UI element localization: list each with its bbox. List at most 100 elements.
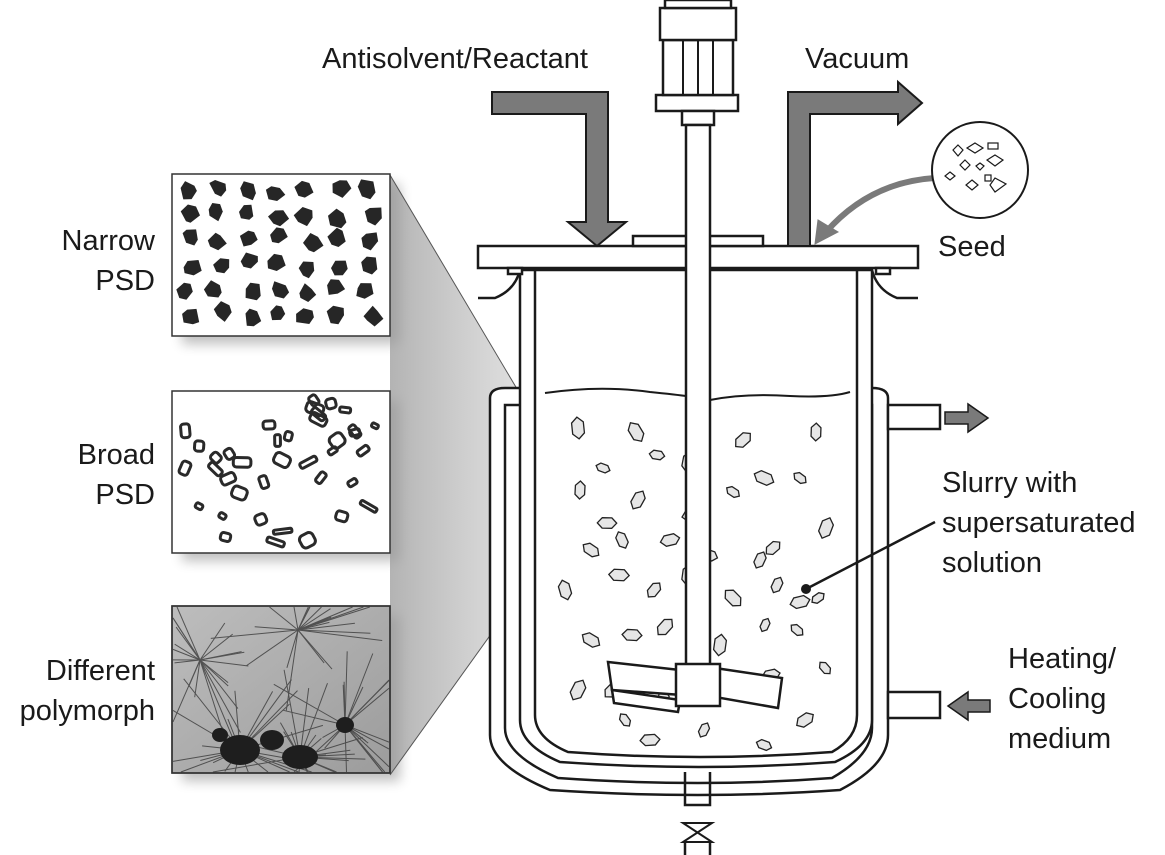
polymorph-needle — [210, 629, 299, 639]
narrow-particle — [176, 282, 193, 300]
narrow-psd-micrograph — [171, 173, 391, 337]
drain-valve — [679, 822, 716, 843]
polymorph-needle — [344, 687, 390, 726]
slurry-crystal — [570, 416, 586, 440]
slurry-crystal — [755, 738, 773, 752]
narrow-psd-label-line1: Narrow — [61, 225, 155, 257]
slurry-label-line2: supersaturated — [942, 507, 1136, 539]
slurry-crystal — [582, 542, 600, 558]
slurry-crystal — [646, 582, 662, 598]
broad-particle — [346, 477, 359, 489]
polymorph-needle — [254, 626, 299, 631]
slurry-crystal — [712, 633, 728, 657]
zoom-beam — [390, 175, 580, 775]
polymorph-needle — [199, 633, 234, 661]
polymorph-needle — [297, 629, 383, 641]
broad-particle — [192, 439, 206, 453]
narrow-particle — [239, 204, 254, 220]
polymorph-needle — [344, 724, 383, 773]
polymorph-needle — [297, 606, 322, 631]
slurry-crystal — [569, 679, 587, 701]
slurry-crystal — [725, 485, 741, 499]
motor-housing — [654, 93, 740, 113]
slurry-label-line1: Slurry with — [942, 467, 1078, 499]
slurry-crystal — [765, 540, 781, 556]
vacuum-label: Vacuum — [805, 43, 910, 75]
broad-particle — [257, 474, 271, 490]
broad-particle — [261, 419, 277, 431]
heating-label-line1: Heating/ — [1008, 643, 1117, 675]
polymorph-needle — [188, 659, 201, 688]
narrow-particle — [240, 252, 258, 269]
narrow-particle — [183, 260, 202, 276]
slurry-crystal — [607, 568, 631, 582]
slurry-crystal — [724, 589, 742, 607]
slurry-pointer — [801, 520, 936, 594]
narrow-particle — [272, 281, 290, 299]
broad-particle — [355, 443, 371, 458]
broad-particle — [253, 512, 269, 527]
slurry-crystal — [596, 517, 618, 529]
slurry-crystal — [735, 432, 751, 448]
narrow-particle — [327, 227, 346, 247]
broad-particle — [282, 430, 294, 443]
polymorph-needle — [199, 622, 226, 661]
slurry-crystal — [793, 471, 807, 485]
polymorph-needle — [194, 659, 201, 698]
polymorph-needle — [199, 659, 241, 733]
heating-label-line2: Cooling — [1008, 683, 1107, 715]
seed-arrow — [814, 175, 936, 245]
polymorph-needle — [174, 659, 201, 664]
slurry-crystal — [659, 533, 681, 547]
broad-particle — [338, 405, 353, 415]
broad-particle — [314, 470, 328, 485]
broad-psd-label-line2: PSD — [95, 479, 155, 511]
seed-label: Seed — [938, 231, 1006, 263]
slurry-crystal — [627, 421, 645, 443]
slurry-crystal — [648, 449, 666, 461]
polymorph-needle — [199, 659, 249, 667]
polymorph-needle — [283, 709, 346, 726]
polymorph-needle — [297, 608, 331, 631]
polymorph-needle — [283, 669, 301, 758]
narrow-particle — [208, 203, 223, 222]
narrow-particle — [363, 305, 384, 327]
antisolvent-label: Antisolvent/Reactant — [322, 43, 588, 75]
slurry-crystal — [753, 469, 775, 487]
narrow-particle — [245, 308, 262, 327]
broad-particle — [217, 511, 228, 521]
polymorph-needle — [199, 659, 239, 709]
polymorph-needle — [297, 629, 333, 670]
polymorph-needle — [172, 648, 201, 661]
broad-particle — [219, 471, 238, 487]
narrow-particle — [182, 308, 200, 325]
narrow-particle — [356, 283, 374, 299]
slurry-crystal — [557, 579, 573, 601]
narrow-particle — [294, 180, 314, 198]
slurry-crystal — [656, 618, 674, 636]
narrow-particle — [203, 280, 222, 298]
narrow-particle — [182, 229, 198, 246]
slurry-crystal — [618, 713, 632, 727]
narrow-particle — [357, 179, 376, 200]
narrow-particle — [209, 180, 227, 197]
slurry-crystal — [615, 531, 629, 549]
narrow-particle — [299, 283, 317, 302]
slurry-crystal — [639, 733, 661, 747]
broad-particle — [348, 427, 362, 438]
slurry-crystal — [581, 632, 601, 648]
polymorph-needle — [176, 606, 201, 661]
polymorph-needle — [299, 683, 328, 758]
slurry-crystal — [753, 551, 767, 569]
narrow-particle — [326, 305, 344, 325]
narrow-particle — [361, 256, 378, 275]
polymorph-needle — [297, 622, 355, 631]
narrow-particle — [268, 210, 290, 227]
vacuum-arrow — [787, 79, 924, 247]
broad-particle — [207, 460, 224, 478]
polymorph-needle — [199, 651, 242, 661]
slurry-crystal — [621, 628, 643, 642]
seed-bubble — [931, 121, 1029, 219]
narrow-particle — [296, 308, 314, 324]
